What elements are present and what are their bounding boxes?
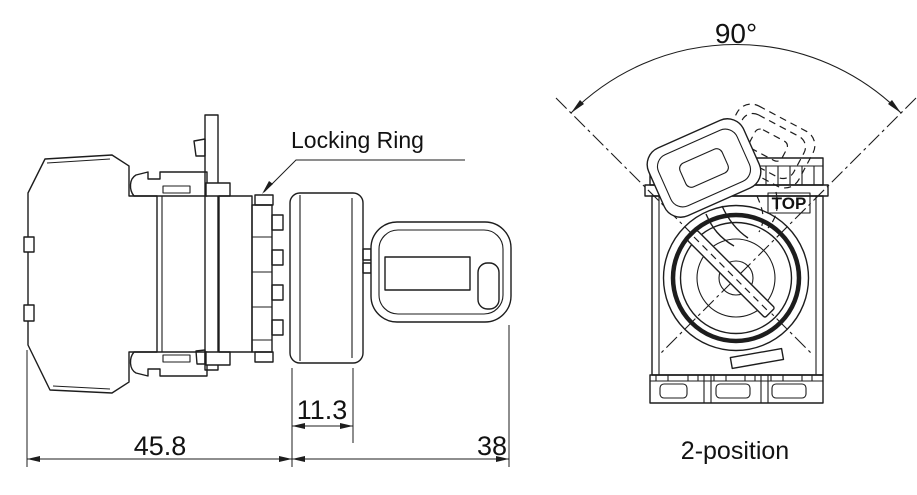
bezel-ring — [673, 215, 799, 341]
position-caption: 2-position — [681, 437, 789, 465]
leader-line — [264, 160, 465, 192]
terminal-slot — [24, 237, 34, 252]
dimension-key-length: 38 — [292, 431, 509, 462]
locking-ring-callout: Locking Ring — [262, 127, 465, 194]
mounting-panel — [194, 115, 218, 370]
terminal-row — [650, 375, 823, 403]
cylinder-face — [697, 239, 775, 317]
rotation-angle-label: 90° — [715, 18, 757, 49]
locking-ring — [252, 195, 283, 362]
dim-overall-depth-value: 45.8 — [134, 431, 187, 461]
dimension-overall-depth: 45.8 — [27, 431, 292, 462]
key-hole — [719, 261, 753, 295]
terminal-slot — [24, 305, 34, 321]
side-view: Locking Ring 45.8 11.3 — [24, 115, 511, 467]
dim-key-length-value: 38 — [477, 431, 507, 461]
rotation-angle-arc: 90° — [571, 18, 901, 113]
solid-key — [641, 113, 766, 246]
bezel-tab — [730, 349, 783, 369]
leader-arrowhead — [262, 181, 273, 194]
blade-centerline — [694, 237, 768, 311]
dial — [664, 206, 809, 351]
contact-block — [24, 155, 162, 393]
dimension-bezel-projection: 11.3 — [292, 395, 353, 429]
dimension-lines: 45.8 11.3 38 — [27, 325, 509, 467]
operator-barrel — [206, 183, 252, 365]
top-marking-group: TOP — [768, 193, 810, 213]
extension-lines — [27, 325, 509, 467]
latch-hooks — [130, 172, 207, 376]
front-view: 90° TOP 2-position — [556, 18, 916, 465]
bezel-head — [290, 193, 371, 363]
position-centerlines — [556, 98, 916, 354]
key-label-area — [385, 257, 470, 290]
key-ring-hole — [478, 263, 499, 309]
top-marking: TOP — [772, 194, 807, 213]
locking-ring-label: Locking Ring — [291, 127, 424, 153]
key-side — [371, 222, 511, 322]
dim-bezel-projection-value: 11.3 — [297, 395, 348, 425]
